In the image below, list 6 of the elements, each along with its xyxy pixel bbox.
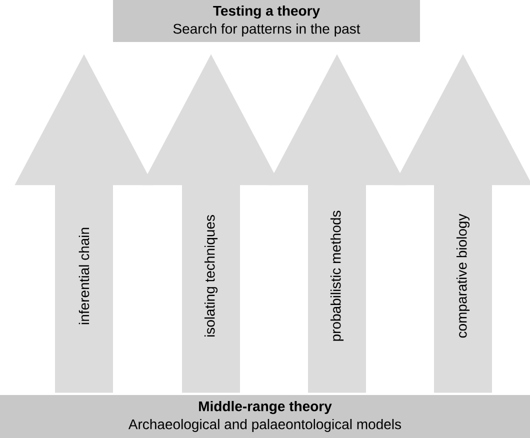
edge-label: inferential chain (78, 226, 90, 326)
edge-label: comparative biology (455, 212, 471, 340)
edge-label: isolating techniques (203, 214, 219, 338)
theory-box: Testing a theory Search for patterns in the past (113, 0, 420, 42)
theory-box: Middle-range theory Archaeological and palaeontological models (0, 394, 530, 438)
edge-label: probabilistic methods (329, 209, 345, 343)
